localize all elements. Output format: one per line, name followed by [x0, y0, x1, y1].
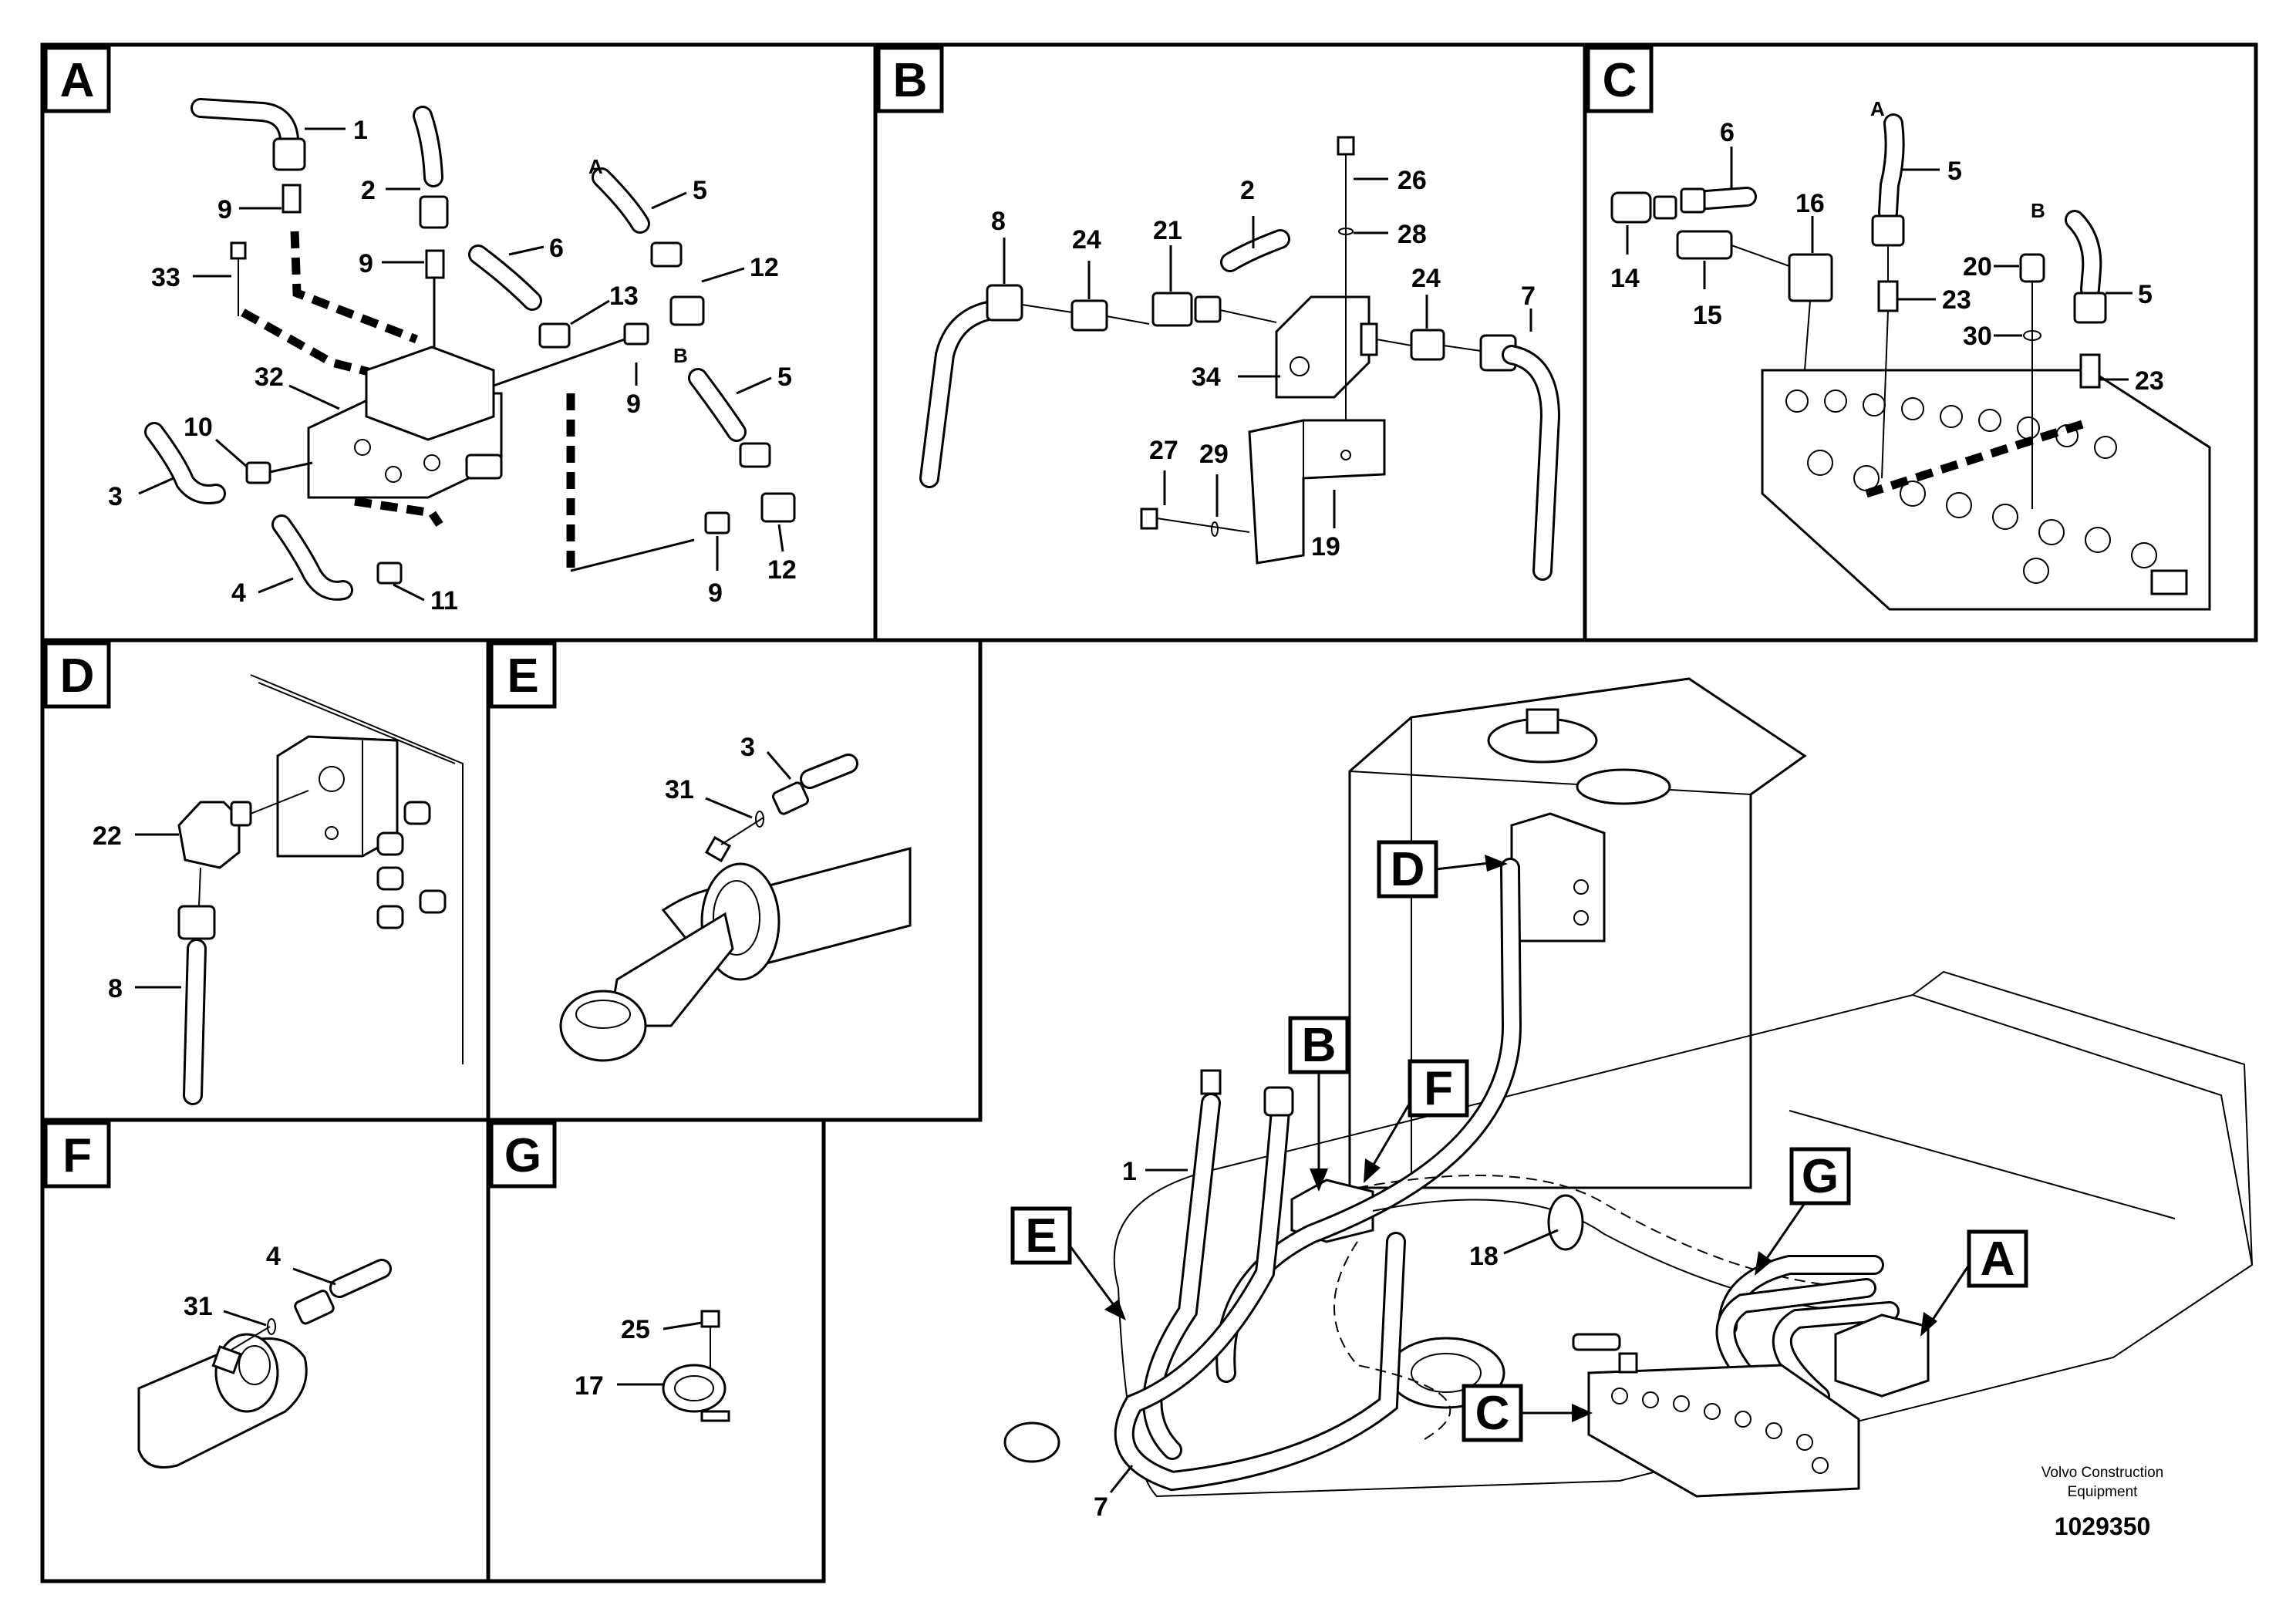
label-a-12b: 12	[767, 555, 797, 585]
label-a-5b: 5	[777, 363, 792, 392]
label-b-19: 19	[1311, 532, 1340, 561]
overview-label-1: 1	[1122, 1157, 1137, 1186]
label-g-17: 17	[575, 1371, 604, 1401]
label-b-27: 27	[1149, 436, 1178, 465]
label-c-30: 30	[1963, 322, 1992, 351]
label-b-34: 34	[1192, 363, 1221, 392]
callout-c: C	[1475, 1387, 1510, 1440]
panel-b-drawing	[919, 136, 1561, 581]
label-d-8: 8	[108, 974, 123, 1003]
panel-e-drawing	[559, 754, 912, 1062]
label-a-11: 11	[430, 586, 458, 615]
label-e-3: 3	[740, 733, 755, 762]
callout-g: G	[1802, 1150, 1839, 1203]
panel-f-letter: F	[62, 1129, 92, 1182]
panel-frames	[40, 42, 2258, 1583]
callout-f: F	[1424, 1062, 1453, 1115]
panel-a-letter: A	[60, 54, 95, 107]
label-c-15: 15	[1693, 301, 1722, 330]
label-a-3: 3	[108, 482, 123, 511]
panel-d-letter: D	[60, 649, 95, 703]
label-c-5a: 5	[1947, 157, 1962, 186]
panel-g-letter: G	[504, 1129, 541, 1182]
panel-g-drawing	[662, 1310, 730, 1422]
label-c-14: 14	[1610, 264, 1640, 293]
label-a-4: 4	[231, 578, 246, 608]
label-a-13: 13	[609, 282, 639, 311]
panel-c-labels: A 6 5 16 14 15 B 20 5 23 30 23	[1610, 97, 2164, 396]
panel-b-labels: 26 28 2 8 24 21 24 7 34 27 29 19	[991, 166, 1536, 561]
label-a-9d: 9	[708, 578, 723, 608]
label-a-hose-a: A	[588, 155, 603, 178]
label-c-6: 6	[1720, 118, 1735, 147]
label-a-33: 33	[151, 263, 180, 292]
label-c-5b: 5	[2138, 280, 2153, 309]
panel-f-labels: 4 31	[184, 1242, 336, 1327]
overview-labels: 1 18 7	[1094, 1157, 1559, 1522]
credits: Volvo Construction Equipment 1029350	[2041, 1465, 2163, 1540]
panel-b-letter: B	[893, 54, 928, 107]
panel-g-labels: 25 17	[575, 1315, 703, 1401]
panel-d-labels: 22 8	[93, 821, 181, 1003]
label-e-31: 31	[665, 775, 694, 804]
label-a-10: 10	[184, 413, 213, 442]
credit-line-2: Equipment	[2068, 1484, 2139, 1500]
overview-label-7: 7	[1094, 1492, 1108, 1522]
label-b-8: 8	[991, 207, 1006, 236]
panel-a-drawing	[144, 98, 796, 601]
label-a-2: 2	[361, 176, 376, 205]
panel-d-drawing	[177, 674, 464, 1105]
callout-a: A	[1981, 1233, 2015, 1286]
label-a-6: 6	[549, 234, 564, 263]
overview-drawing	[1003, 677, 2254, 1498]
label-b-28: 28	[1397, 220, 1427, 249]
label-f-31: 31	[184, 1292, 213, 1321]
label-b-24a: 24	[1072, 225, 1101, 255]
label-a-5a: 5	[693, 176, 707, 205]
panel-c-letter: C	[1603, 54, 1637, 107]
panel-letter-boxes: A B C D E F G	[43, 46, 1654, 1189]
label-a-hose-b: B	[673, 344, 688, 367]
label-c-16: 16	[1795, 189, 1825, 218]
label-a-32: 32	[255, 363, 284, 392]
label-d-22: 22	[93, 821, 122, 851]
document-number: 1029350	[2055, 1512, 2151, 1540]
label-c-hose-b: B	[2031, 199, 2045, 222]
label-b-7: 7	[1521, 282, 1536, 311]
overview-callouts: D B F G A E C	[1010, 840, 2028, 1442]
label-b-2: 2	[1240, 176, 1255, 205]
label-b-29: 29	[1199, 440, 1229, 469]
label-c-23a: 23	[1942, 285, 1971, 315]
label-a-1: 1	[353, 116, 368, 145]
label-b-26: 26	[1397, 166, 1427, 195]
panel-a-labels: 1 2 9 9 33 6 13 5 A 12 32 10 3 9 B 5 4 1…	[108, 116, 797, 615]
label-c-hose-a: A	[1870, 97, 1885, 120]
label-a-9b: 9	[359, 249, 373, 278]
label-a-9c: 9	[626, 389, 641, 419]
panel-c-drawing	[1610, 113, 2211, 611]
overview-label-18: 18	[1469, 1242, 1499, 1271]
label-g-25: 25	[621, 1315, 650, 1344]
label-b-21: 21	[1153, 216, 1182, 245]
label-c-23b: 23	[2135, 366, 2164, 396]
label-f-4: 4	[266, 1242, 281, 1271]
callout-b: B	[1302, 1019, 1337, 1072]
label-b-24b: 24	[1411, 264, 1441, 293]
callout-d: D	[1391, 843, 1425, 896]
label-c-20: 20	[1963, 252, 1992, 282]
callout-e: E	[1025, 1209, 1057, 1263]
panel-e-labels: 3 31	[665, 733, 792, 819]
panel-e-letter: E	[507, 649, 538, 703]
panel-f-drawing	[137, 1259, 392, 1469]
label-a-12a: 12	[750, 253, 779, 282]
credit-line-1: Volvo Construction	[2041, 1465, 2163, 1481]
label-a-9a: 9	[217, 195, 232, 224]
